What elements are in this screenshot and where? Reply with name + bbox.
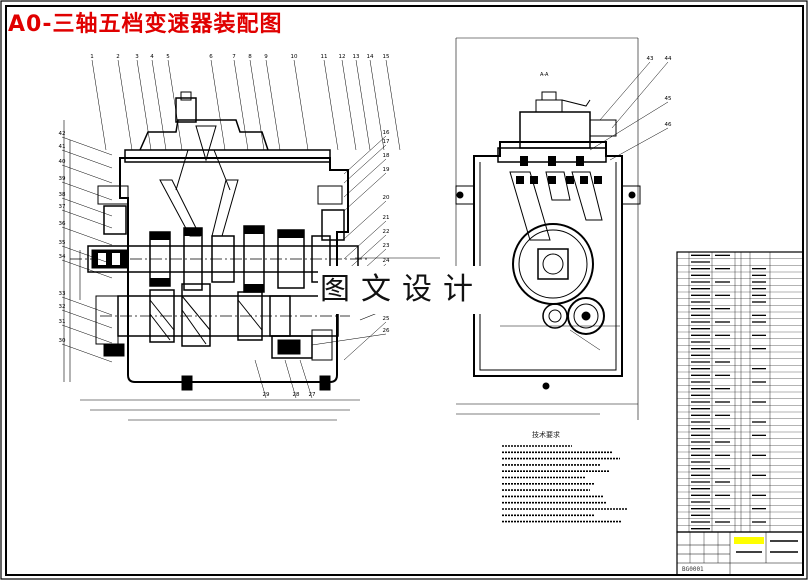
- balloon-label: 36: [59, 221, 66, 227]
- balloon-label: 45: [665, 96, 672, 102]
- balloon-label: 4: [150, 54, 154, 60]
- balloon-label: 33: [59, 291, 66, 297]
- side-section-view: A-A: [455, 37, 641, 420]
- balloon-label: 3: [135, 54, 139, 60]
- balloon-label: 46: [665, 122, 672, 128]
- balloon-labels-side: 43 44 45 46: [647, 56, 672, 128]
- balloon-label: 40: [59, 159, 66, 165]
- balloon-label: 17: [383, 139, 390, 145]
- balloon-label: 16: [383, 130, 390, 136]
- balloon-label: 34: [59, 254, 66, 260]
- main-section-view: [63, 91, 440, 421]
- drawing-title: A0-三轴五档变速器装配图: [8, 12, 283, 37]
- balloon-label: 20: [383, 195, 390, 201]
- title-block: [676, 531, 804, 576]
- balloon-label: 43: [647, 56, 654, 62]
- balloon-label: 39: [59, 176, 66, 182]
- balloon-label: 31: [59, 319, 66, 325]
- balloon-label: 29: [263, 392, 270, 398]
- balloon-label: 11: [321, 54, 328, 60]
- balloon-label: 24: [383, 258, 390, 264]
- leader-lines-main: [61, 59, 401, 399]
- drawing-number: BG0001: [682, 566, 704, 573]
- balloon-label: 2: [116, 54, 120, 60]
- balloon-label: 13: [353, 54, 360, 60]
- balloon-label: 27: [309, 392, 316, 398]
- balloon-label: 15: [383, 54, 390, 60]
- balloon-label: 1: [90, 54, 94, 60]
- svg-text:A-A: A-A: [540, 72, 549, 78]
- technical-notes: [502, 445, 628, 523]
- notes-heading: 技术要求: [532, 431, 560, 439]
- balloon-label: 30: [59, 338, 66, 344]
- balloon-label: 23: [383, 243, 390, 249]
- balloon-label: 19: [383, 167, 390, 173]
- balloon-label: 37: [59, 204, 66, 210]
- title-block-highlight: [734, 537, 764, 544]
- balloon-label: 26: [383, 328, 390, 334]
- balloon-label: 32: [59, 304, 66, 310]
- balloon-label: 28: [293, 392, 300, 398]
- balloon-label: 22: [383, 229, 390, 235]
- balloon-label: 21: [383, 215, 390, 221]
- balloon-label: 38: [59, 192, 66, 198]
- balloon-label: 9: [264, 54, 268, 60]
- balloon-label: 35: [59, 240, 66, 246]
- balloon-label: 42: [59, 131, 66, 137]
- watermark-text: 图文设计: [318, 266, 486, 314]
- balloon-label: 41: [59, 144, 66, 150]
- balloon-label: 14: [367, 54, 374, 60]
- leader-lines-side: [589, 61, 669, 161]
- balloon-label: 18: [383, 153, 390, 159]
- balloon-label: 6: [209, 54, 213, 60]
- balloon-label: 8: [248, 54, 252, 60]
- balloon-label: 5: [166, 54, 170, 60]
- balloon-label: 25: [383, 316, 390, 322]
- balloon-label: 12: [339, 54, 346, 60]
- balloon-label: 7: [232, 54, 236, 60]
- balloon-label: 10: [291, 54, 298, 60]
- balloon-label: 44: [665, 56, 672, 62]
- parts-list-table: [676, 251, 804, 533]
